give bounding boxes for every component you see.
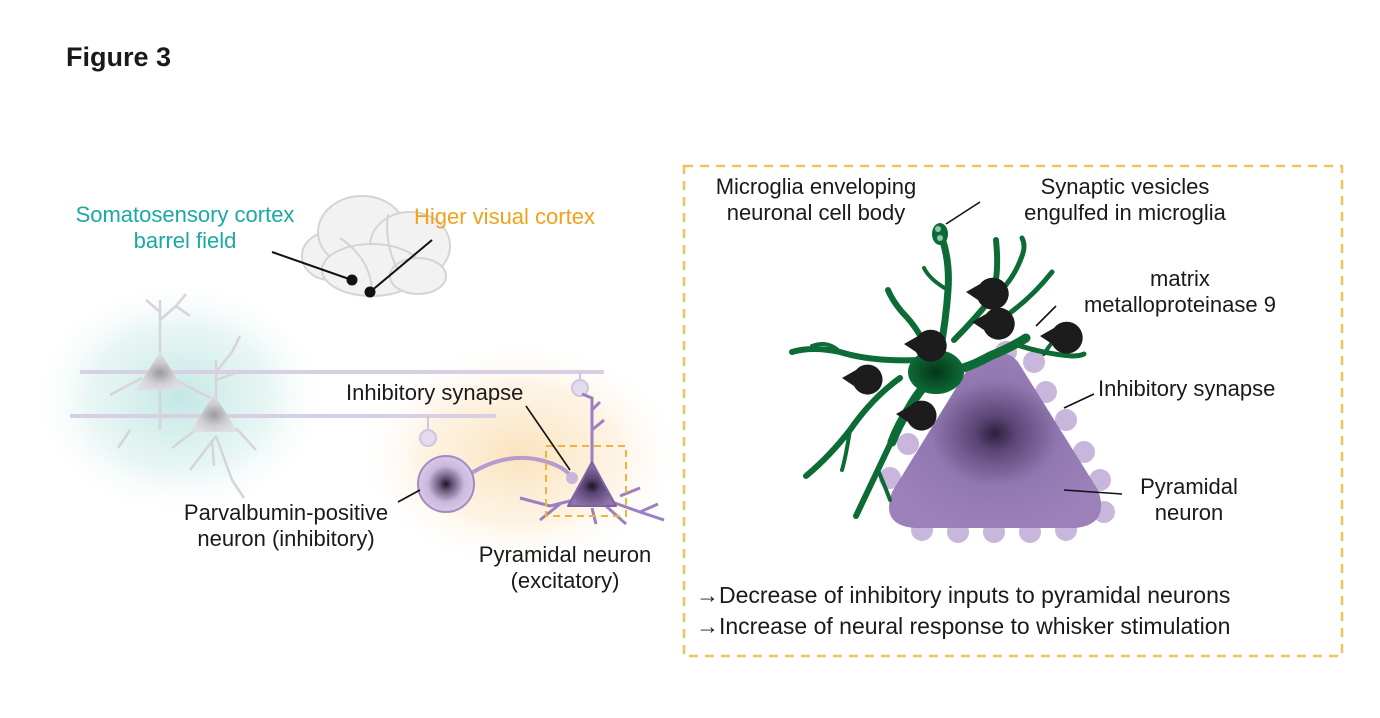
label-pyramidal-right: Pyramidal neuron [1114,474,1264,526]
summary-text: →Decrease of inhibitory inputs to pyrami… [696,580,1230,642]
detail-panel-frame [682,164,1344,658]
ghost-pyramidal-neuron-1 [136,352,184,390]
label-pyramidal-left-line2: (excitatory) [510,568,620,593]
label-mmp9-line2: metalloproteinase 9 [1083,292,1276,317]
label-vesicles-line1: Synaptic vesicles [1040,174,1210,199]
brain-pointers [271,239,433,298]
barrel-field-glow [30,278,330,518]
label-microglia-line2: neuronal cell body [726,200,906,225]
label-inhibitory-synapse-left: Inhibitory synapse [346,380,524,405]
label-somatosensory-line2: barrel field [133,228,237,253]
ghost-pyramidal-neuron-2 [190,394,238,432]
label-somatosensory-line1: Somatosensory cortex [75,202,295,227]
label-microglia: Microglia enveloping neuronal cell body [686,174,946,226]
label-mmp9-line1: matrix [1150,266,1210,291]
right-label-pointers [945,201,1123,495]
summary-line-1: →Decrease of inhibitory inputs to pyrami… [696,582,1231,608]
label-inhibitory-synapse-right: Inhibitory synapse [1098,376,1276,401]
label-pyramidal-left-line1: Pyramidal neuron [478,542,652,567]
label-microglia-line1: Microglia enveloping [715,174,917,199]
label-visual-cortex: Higer visual cortex [414,204,595,229]
parvalbumin-neuron [417,455,574,513]
left-label-pointers [397,405,571,503]
detail-illustration [789,201,1123,543]
label-pv-neuron: Parvalbumin-positive neuron (inhibitory) [150,500,422,552]
pyramidal-neuron-soma [889,353,1102,528]
zoom-region-box [545,445,627,517]
synaptic-boutons [419,372,589,447]
summary-line-2: →Increase of neural response to whisker … [696,613,1231,639]
visual-cortex-glow [355,340,685,570]
label-somatosensory: Somatosensory cortex barrel field [40,202,330,254]
label-pyramidal-left: Pyramidal neuron (excitatory) [450,542,680,594]
label-pv-neuron-line1: Parvalbumin-positive [183,500,389,525]
label-vesicles: Synaptic vesicles engulfed in microglia [990,174,1260,226]
label-pyramidal-right-line1: Pyramidal [1140,474,1238,499]
mmp9-molecules [842,277,1083,431]
figure-title: Figure 3 [66,42,172,72]
label-pyramidal-right-line2: neuron [1154,500,1224,525]
left-panel [30,195,685,570]
engulfed-vesicles [932,223,948,245]
label-pv-neuron-line2: neuron (inhibitory) [197,526,375,551]
small-pyramidal-neuron [519,392,665,526]
label-mmp9: matrix metalloproteinase 9 [1050,266,1310,318]
ghost-neurons [109,293,257,499]
label-vesicles-line2: engulfed in microglia [1024,200,1226,225]
microglia-soma [908,350,964,394]
